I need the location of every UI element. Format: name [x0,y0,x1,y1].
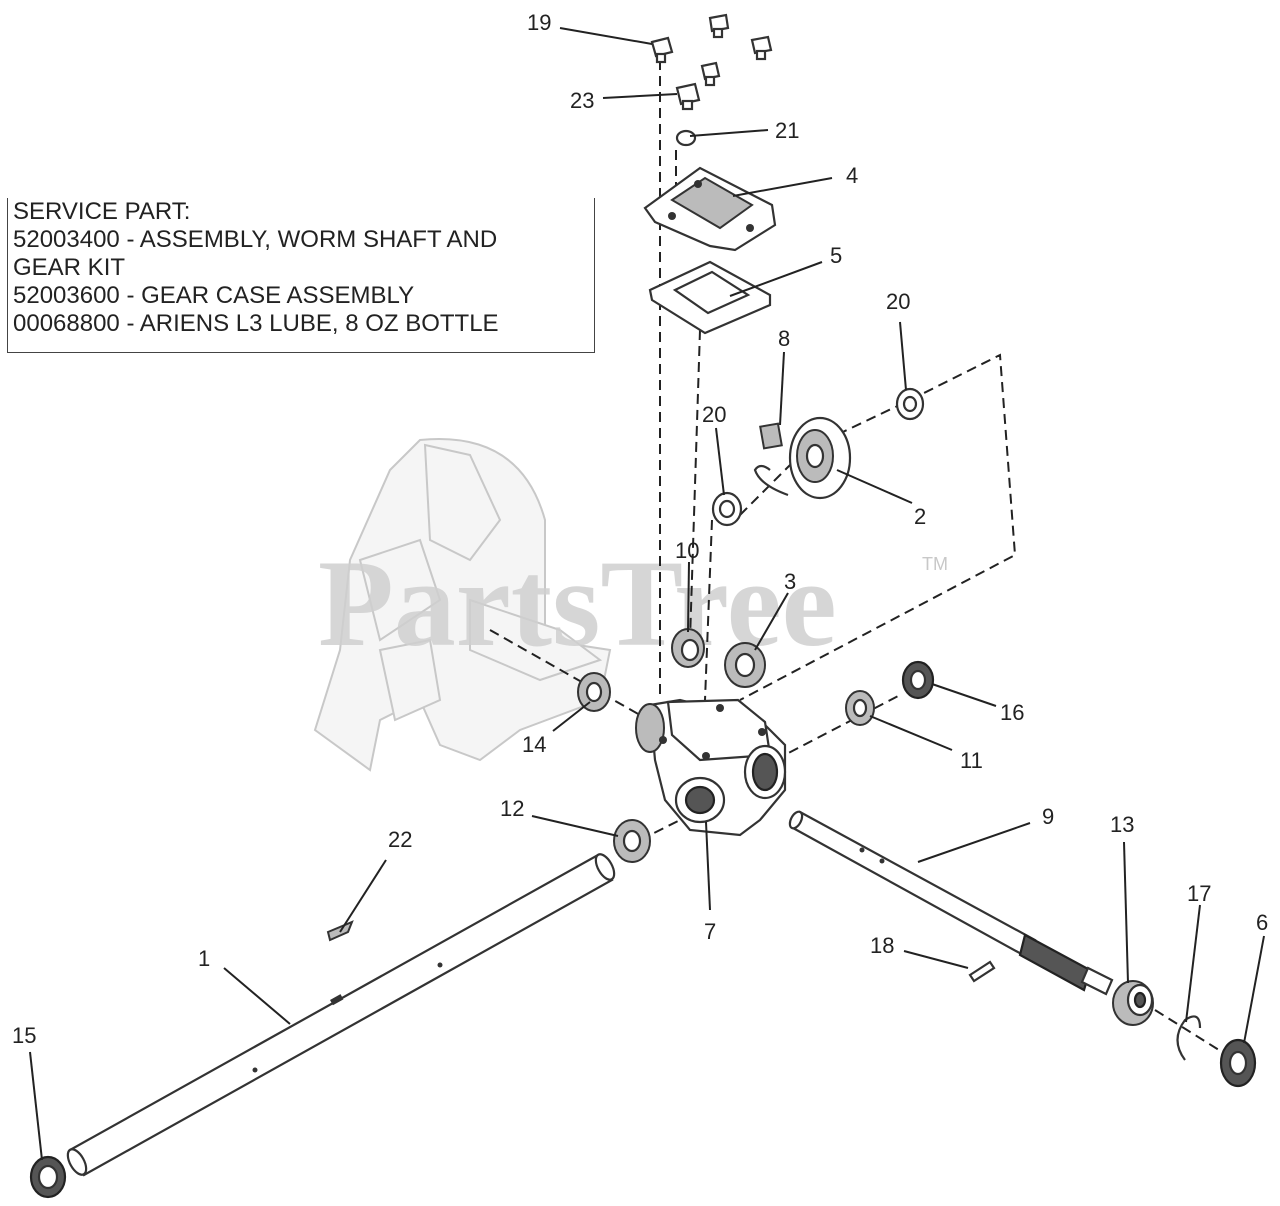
part-21-washer [675,129,697,147]
callout-12: 12 [500,796,524,821]
part-5-gasket [648,260,772,335]
service-note-line-5: 00068800 - ARIENS L3 LUBE, 8 OZ BOTTLE [13,310,499,337]
callout-20-lower: 20 [702,402,726,427]
part-15-seal [29,1155,67,1199]
leader-lines [29,27,1265,1161]
callout-20-upper: 20 [886,289,910,314]
service-note-line-2: 52003400 - ASSEMBLY, WORM SHAFT AND [13,226,498,253]
part-12-bushing [613,819,651,863]
callout-5: 5 [830,243,842,268]
service-note-line-3: GEAR KIT [13,254,126,281]
part-20-washer-upper [895,387,925,421]
callout-4: 4 [846,163,858,188]
part-23-bolts [675,61,721,111]
callout-8: 8 [778,326,790,351]
callout-18: 18 [870,933,894,958]
callout-22: 22 [388,827,412,852]
part-9-worm-shaft [788,810,1114,996]
part-1-shaft [66,853,616,1177]
service-note-line-4: 52003600 - GEAR CASE ASSEMBLY [13,282,415,309]
callout-17: 17 [1187,881,1211,906]
callout-7: 7 [704,919,716,944]
part-18-pin [968,960,996,983]
part-19-bolts [650,13,773,64]
part-6-seal [1219,1038,1257,1088]
part-14-bushing [577,672,611,712]
callout-13: 13 [1110,812,1134,837]
callout-9: 9 [1042,804,1054,829]
assembly-dashed-lines [489,60,1236,1061]
part-10-bearing [671,628,705,668]
part-16-seal [901,660,935,700]
callout-labels: 19 23 21 4 5 20 8 20 2 10 3 16 14 11 12 … [12,10,1268,1048]
part-7-gear-case [635,698,787,837]
callout-11: 11 [960,748,983,773]
part-11-bushing [845,690,875,726]
service-part-note: SERVICE PART: 52003400 - ASSEMBLY, WORM … [7,198,595,353]
part-13-bushing [1112,980,1154,1026]
callout-21: 21 [775,118,799,143]
callout-10: 10 [675,538,699,563]
part-2-gear [788,416,852,500]
part-8-key-clip [753,422,789,497]
callout-1: 1 [198,946,210,971]
callout-16: 16 [1000,700,1024,725]
callout-19: 19 [527,10,551,35]
part-4-cover [643,166,777,252]
callout-3: 3 [784,569,796,594]
callout-23: 23 [570,88,594,113]
callout-14: 14 [522,732,546,757]
part-20-washer-lower [711,491,743,527]
callout-15: 15 [12,1023,36,1048]
callout-2: 2 [914,504,926,529]
watermark-tm: TM [922,554,948,574]
service-note-line-1: SERVICE PART: [13,198,191,225]
background-impeller-housing [313,438,612,772]
part-3-bearing [724,642,766,688]
callout-6: 6 [1256,910,1268,935]
part-17-retaining-ring [1176,1015,1202,1061]
